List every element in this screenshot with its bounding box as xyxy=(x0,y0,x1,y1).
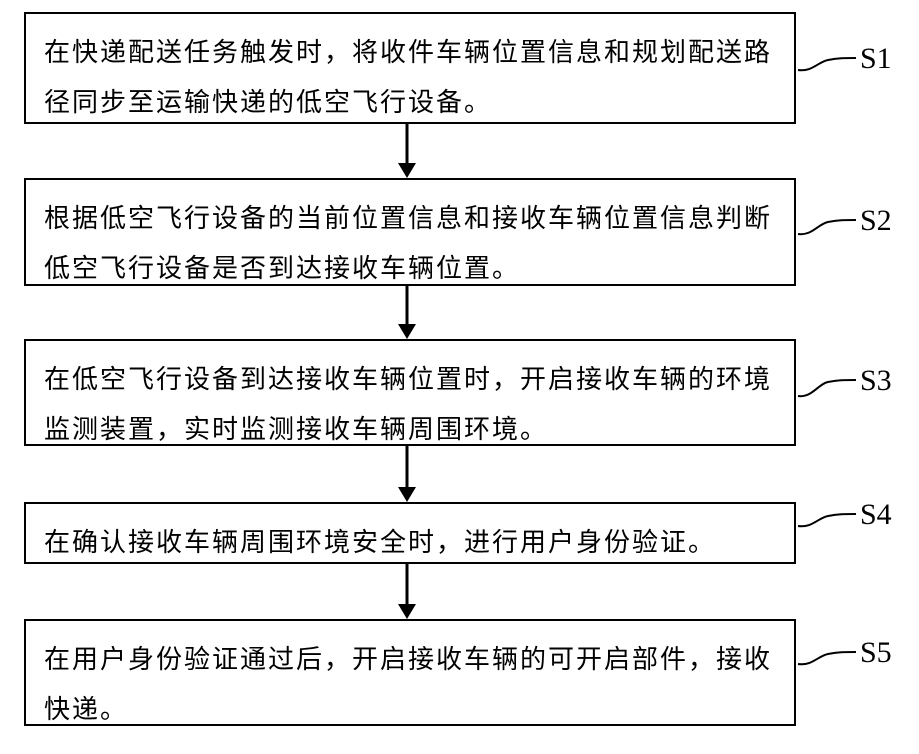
step-label-s4: S4 xyxy=(860,500,892,530)
step-box-s1: 在快递配送任务触发时，将收件车辆位置信息和规划配送路径同步至运输快递的低空飞行设… xyxy=(24,12,796,124)
step-text-s1: 在快递配送任务触发时，将收件车辆位置信息和规划配送路径同步至运输快递的低空飞行设… xyxy=(44,28,776,128)
leader-line-s4 xyxy=(798,514,856,526)
step-text-s2: 根据低空飞行设备的当前位置信息和接收车辆位置信息判断低空飞行设备是否到达接收车辆… xyxy=(44,194,776,294)
step-label-s2: S2 xyxy=(860,206,892,236)
step-label-s3: S3 xyxy=(860,366,892,396)
step-box-s2: 根据低空飞行设备的当前位置信息和接收车辆位置信息判断低空飞行设备是否到达接收车辆… xyxy=(24,178,796,286)
step-box-s4: 在确认接收车辆周围环境安全时，进行用户身份验证。 xyxy=(24,502,796,564)
step-box-s5: 在用户身份验证通过后，开启接收车辆的可开启部件，接收快递。 xyxy=(24,619,796,726)
leader-line-s2 xyxy=(798,220,856,234)
step-text-s5: 在用户身份验证通过后，开启接收车辆的可开启部件，接收快递。 xyxy=(44,635,776,735)
flow-arrow-s1-s2 xyxy=(398,124,416,178)
flow-arrow-s4-s5 xyxy=(398,564,416,619)
step-box-s3: 在低空飞行设备到达接收车辆位置时，开启接收车辆的环境监测装置，实时监测接收车辆周… xyxy=(24,339,796,446)
step-label-s5: S5 xyxy=(860,638,892,668)
step-label-s1: S1 xyxy=(860,44,892,74)
step-text-s3: 在低空飞行设备到达接收车辆位置时，开启接收车辆的环境监测装置，实时监测接收车辆周… xyxy=(44,355,776,455)
leader-line-s5 xyxy=(798,652,856,664)
leader-line-s1 xyxy=(798,58,856,70)
step-text-s4: 在确认接收车辆周围环境安全时，进行用户身份验证。 xyxy=(44,518,776,568)
leader-line-s3 xyxy=(798,380,856,396)
